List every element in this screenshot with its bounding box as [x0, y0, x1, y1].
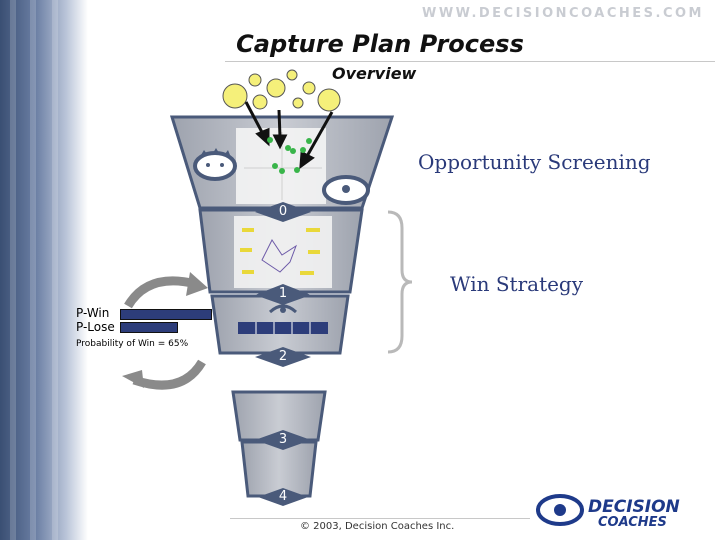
stage-label-2: 2	[278, 349, 288, 364]
stage-label-0: 0	[278, 204, 288, 219]
page-title: Capture Plan Process	[236, 30, 524, 58]
stage-label-1: 1	[278, 286, 288, 301]
stripe	[10, 0, 16, 540]
strategy-star	[261, 239, 297, 273]
logo-line-2: COACHES	[598, 515, 667, 530]
eye-icon	[322, 175, 370, 205]
p-win-label: P-Win	[76, 306, 110, 320]
probability-text: Probability of Win = 65%	[76, 339, 189, 349]
screening-dots	[267, 137, 312, 174]
stage-marker-4	[258, 488, 308, 506]
win-strategy-bracket	[387, 210, 413, 354]
note	[306, 228, 320, 232]
note	[308, 250, 320, 254]
stage-marker-3	[255, 430, 311, 450]
title-divider	[225, 61, 715, 62]
left-gradient-bar	[0, 0, 88, 540]
opportunity-screening-label: Opportunity Screening	[418, 150, 651, 174]
crown-face-icon	[193, 148, 237, 181]
eye-icon-small	[268, 304, 298, 314]
stage-label-4: 4	[278, 489, 288, 504]
stage-marker-1	[255, 284, 311, 305]
stage-label-3: 3	[278, 432, 288, 447]
note	[242, 228, 254, 232]
win-strategy-label: Win Strategy	[450, 272, 584, 296]
p-lose-bar	[120, 322, 178, 333]
recycle-arrows-icon	[122, 272, 208, 390]
website-url: WWW.DECISIONCOACHES.COM	[421, 6, 704, 21]
stripe	[52, 0, 58, 540]
note	[242, 270, 254, 274]
footer-divider	[230, 518, 530, 519]
page-subtitle: Overview	[332, 64, 417, 83]
stage-marker-2	[255, 347, 311, 367]
pwin-table-panel	[238, 322, 328, 334]
copyright-text: © 2003, Decision Coaches Inc.	[300, 521, 455, 532]
stage-marker-0	[255, 202, 311, 222]
screening-arrows	[244, 101, 334, 170]
decision-coaches-logo	[536, 494, 584, 526]
funnel-segment-stage-4	[240, 440, 318, 498]
p-win-bar	[120, 309, 212, 320]
logo-line-1: DECISION	[588, 497, 680, 517]
note	[300, 271, 314, 275]
funnel-segment-stage-3	[231, 390, 327, 442]
note	[240, 248, 252, 252]
opportunity-bubbles	[222, 69, 341, 112]
p-lose-label: P-Lose	[76, 320, 115, 334]
stripe	[30, 0, 36, 540]
